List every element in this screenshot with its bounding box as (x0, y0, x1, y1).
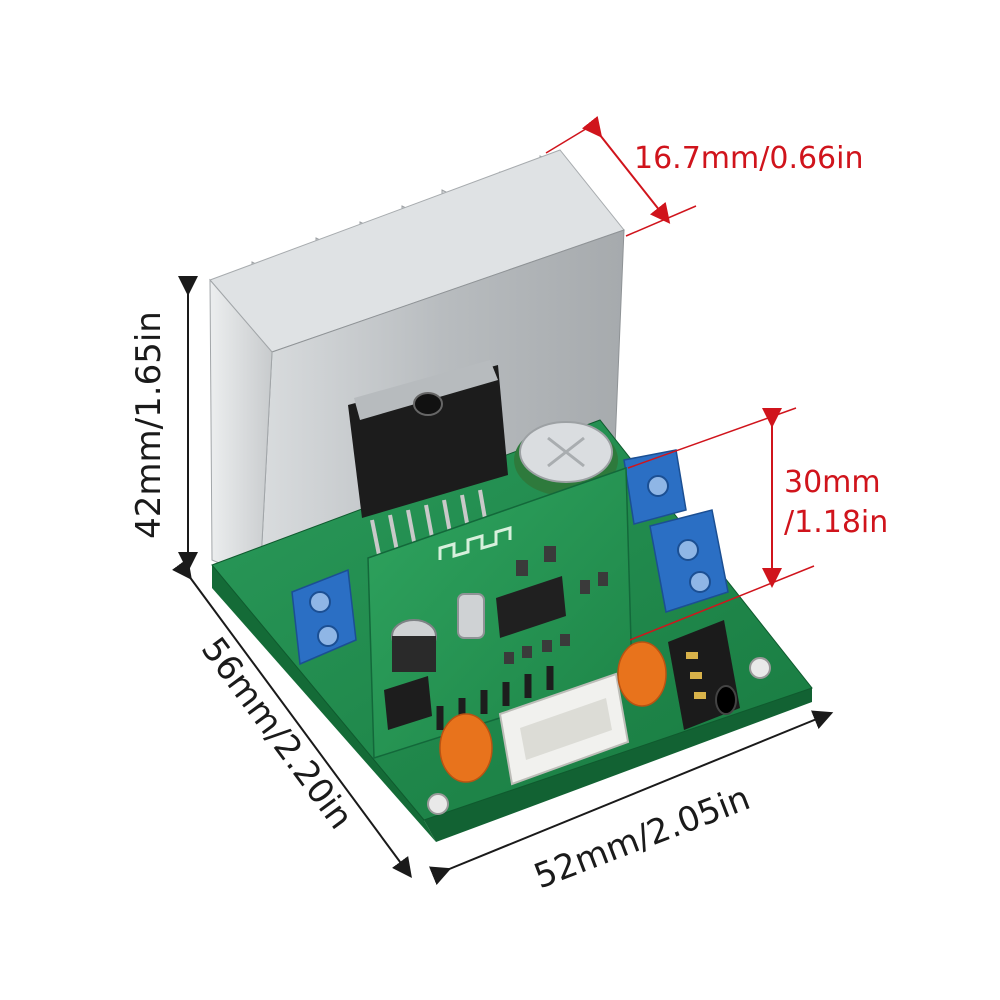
mount-hole (749, 657, 771, 679)
height-dimension: 42mm/1.65in (129, 276, 198, 572)
board-width-dimension-label: 52mm/2.05in (529, 778, 756, 897)
module-height-dimension: 30mm /1.18in (627, 407, 888, 641)
heatsink-depth-dimension: 16.7mm/0.66in (545, 115, 864, 237)
screw-terminal-right-top (623, 449, 687, 525)
module-height-label-line2: /1.18in (784, 505, 888, 540)
electrolytic-capacitor (514, 421, 618, 496)
module-height-label-line1: 30mm (784, 465, 881, 500)
audio-jack (668, 620, 740, 730)
mount-hole (427, 793, 449, 815)
screw-terminal-right-bottom (649, 509, 729, 613)
heatsink-depth-dimension-label: 16.7mm/0.66in (634, 141, 864, 176)
chip-screw (413, 392, 443, 416)
height-dimension-label: 42mm/1.65in (129, 311, 169, 539)
